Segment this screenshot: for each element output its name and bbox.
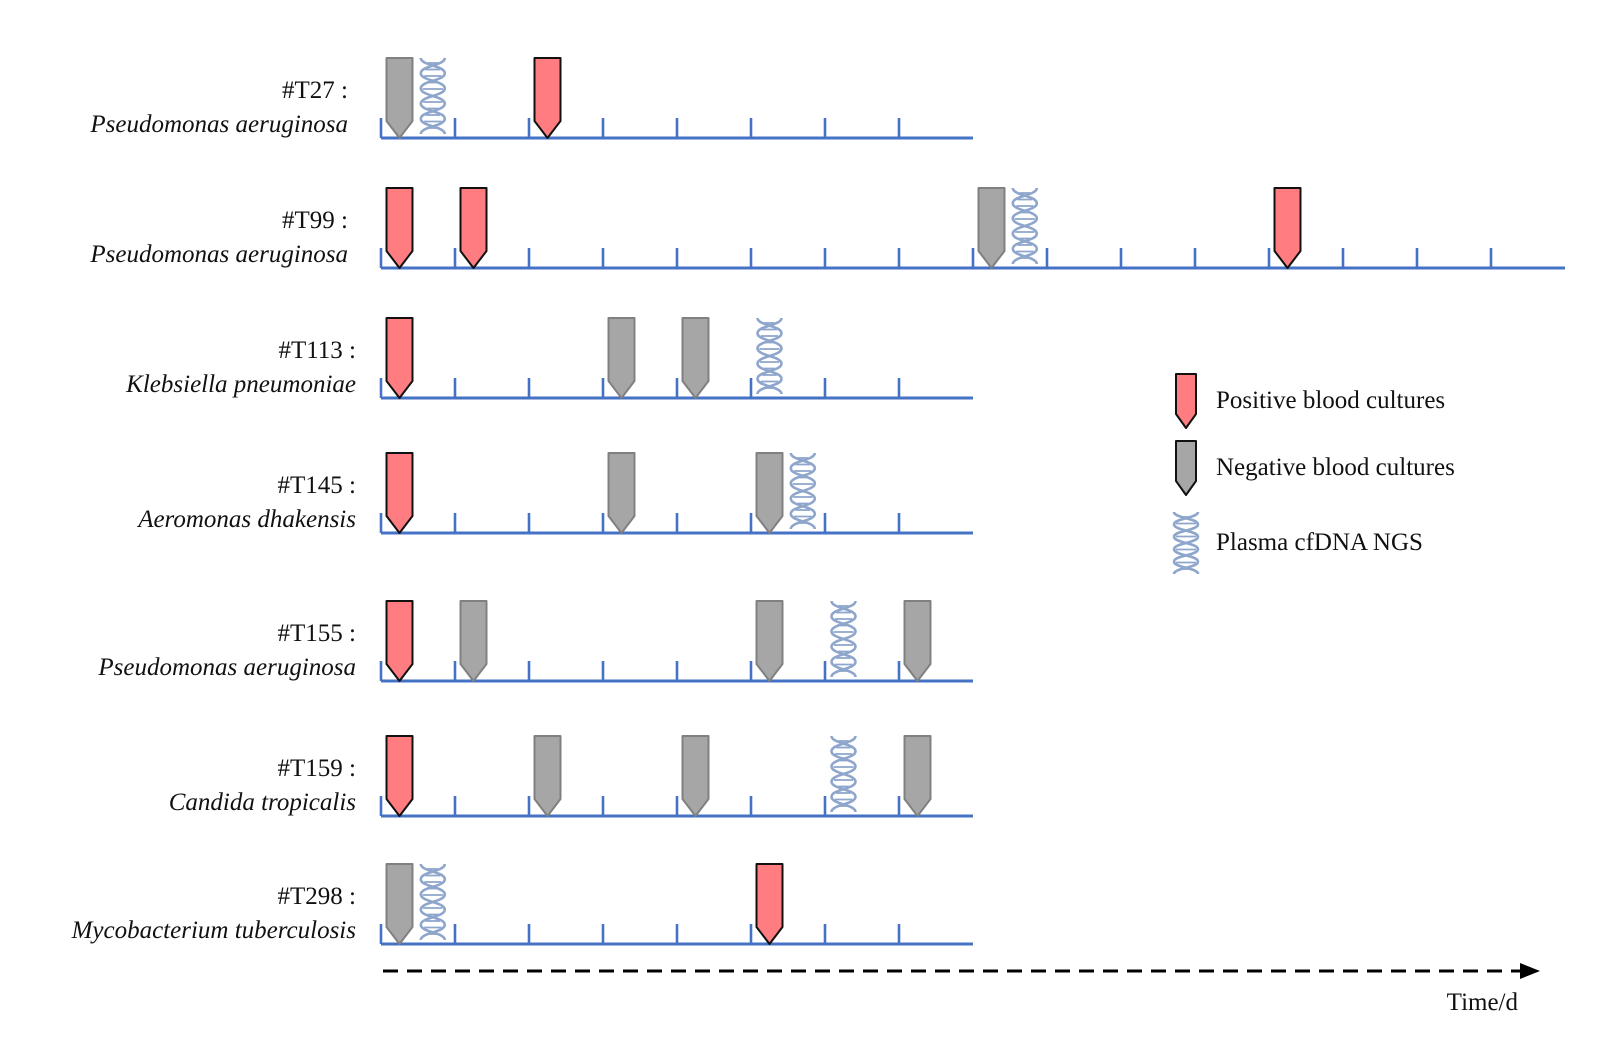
patient-id-label: #T298 :: [278, 883, 356, 910]
patient-id-label: #T113 :: [278, 337, 356, 364]
organism-label: Klebsiella pneumoniae: [125, 371, 356, 398]
negative-culture-marker: [681, 735, 710, 817]
negative-culture-marker: [459, 600, 488, 682]
negative-culture-marker: [607, 452, 636, 534]
patient-row: #T145 : Aeromonas dhakensis: [136, 452, 973, 535]
legend-item: Negative blood cultures: [1175, 440, 1455, 496]
organism-label: Pseudomonas aeruginosa: [97, 654, 356, 681]
patient-id-label: #T155 :: [278, 620, 356, 647]
legend-item: Plasma cfDNA NGS: [1172, 511, 1423, 575]
negative-culture-marker: [385, 57, 414, 139]
organism-label: Candida tropicalis: [169, 789, 356, 816]
legend-item: Positive blood cultures: [1175, 373, 1445, 429]
time-axis-label: Time/d: [1447, 989, 1519, 1016]
cfdna-ngs-icon: [830, 600, 857, 678]
legend-label: Plasma cfDNA NGS: [1216, 529, 1423, 556]
legend-label: Negative blood cultures: [1216, 454, 1455, 481]
patient-row: #T159 : Candida tropicalis: [169, 735, 973, 818]
positive-culture-marker: [385, 735, 414, 817]
positive-culture-marker: [385, 452, 414, 534]
patient-id-label: #T159 :: [278, 755, 356, 782]
cfdna-ngs-icon: [756, 317, 783, 395]
positive-culture-marker: [385, 600, 414, 682]
patient-id-label: #T27 :: [282, 77, 348, 104]
cfdna-ngs-icon: [789, 452, 817, 530]
negative-culture-marker: [385, 863, 414, 945]
positive-culture-marker: [755, 863, 784, 945]
organism-label: Pseudomonas aeruginosa: [89, 241, 348, 268]
patient-row: #T99 : Pseudomonas aeruginosa: [89, 187, 1565, 270]
patient-row: #T27 : Pseudomonas aeruginosa: [89, 57, 973, 140]
time-axis-arrowhead: [1520, 963, 1540, 979]
negative-culture-marker: [681, 317, 710, 399]
negative-culture-marker: [755, 600, 784, 682]
negative-culture-marker: [903, 600, 932, 682]
organism-label: Mycobacterium tuberculosis: [71, 917, 356, 944]
patient-row: #T155 : Pseudomonas aeruginosa: [97, 600, 973, 683]
negative-culture-marker: [1175, 440, 1197, 496]
negative-culture-marker: [755, 452, 784, 534]
positive-culture-marker: [385, 317, 414, 399]
patient-rows: #T27 : Pseudomonas aeruginosa #T99 : Pseudo…: [71, 57, 1565, 946]
negative-culture-marker: [977, 187, 1006, 269]
positive-culture-marker: [533, 57, 562, 139]
positive-culture-marker: [1175, 373, 1197, 429]
patient-id-label: #T99 :: [282, 207, 348, 234]
time-axis: Time/d: [383, 963, 1540, 1016]
positive-culture-marker: [459, 187, 488, 269]
patient-row: #T113 : Klebsiella pneumoniae: [125, 317, 973, 400]
positive-culture-marker: [1273, 187, 1302, 269]
positive-culture-marker: [385, 187, 414, 269]
cfdna-ngs-icon: [1172, 511, 1200, 575]
negative-culture-marker: [533, 735, 562, 817]
negative-culture-marker: [607, 317, 636, 399]
negative-culture-marker: [903, 735, 932, 817]
cfdna-ngs-icon: [830, 735, 857, 813]
cfdna-ngs-icon: [419, 57, 447, 135]
organism-label: Pseudomonas aeruginosa: [89, 111, 348, 138]
organism-label: Aeromonas dhakensis: [136, 506, 356, 533]
patient-row: #T298 : Mycobacterium tuberculosis: [71, 863, 973, 946]
cfdna-ngs-icon: [1011, 187, 1039, 265]
legend-label: Positive blood cultures: [1216, 387, 1445, 414]
patient-id-label: #T145 :: [278, 472, 356, 499]
cfdna-ngs-icon: [419, 863, 447, 941]
